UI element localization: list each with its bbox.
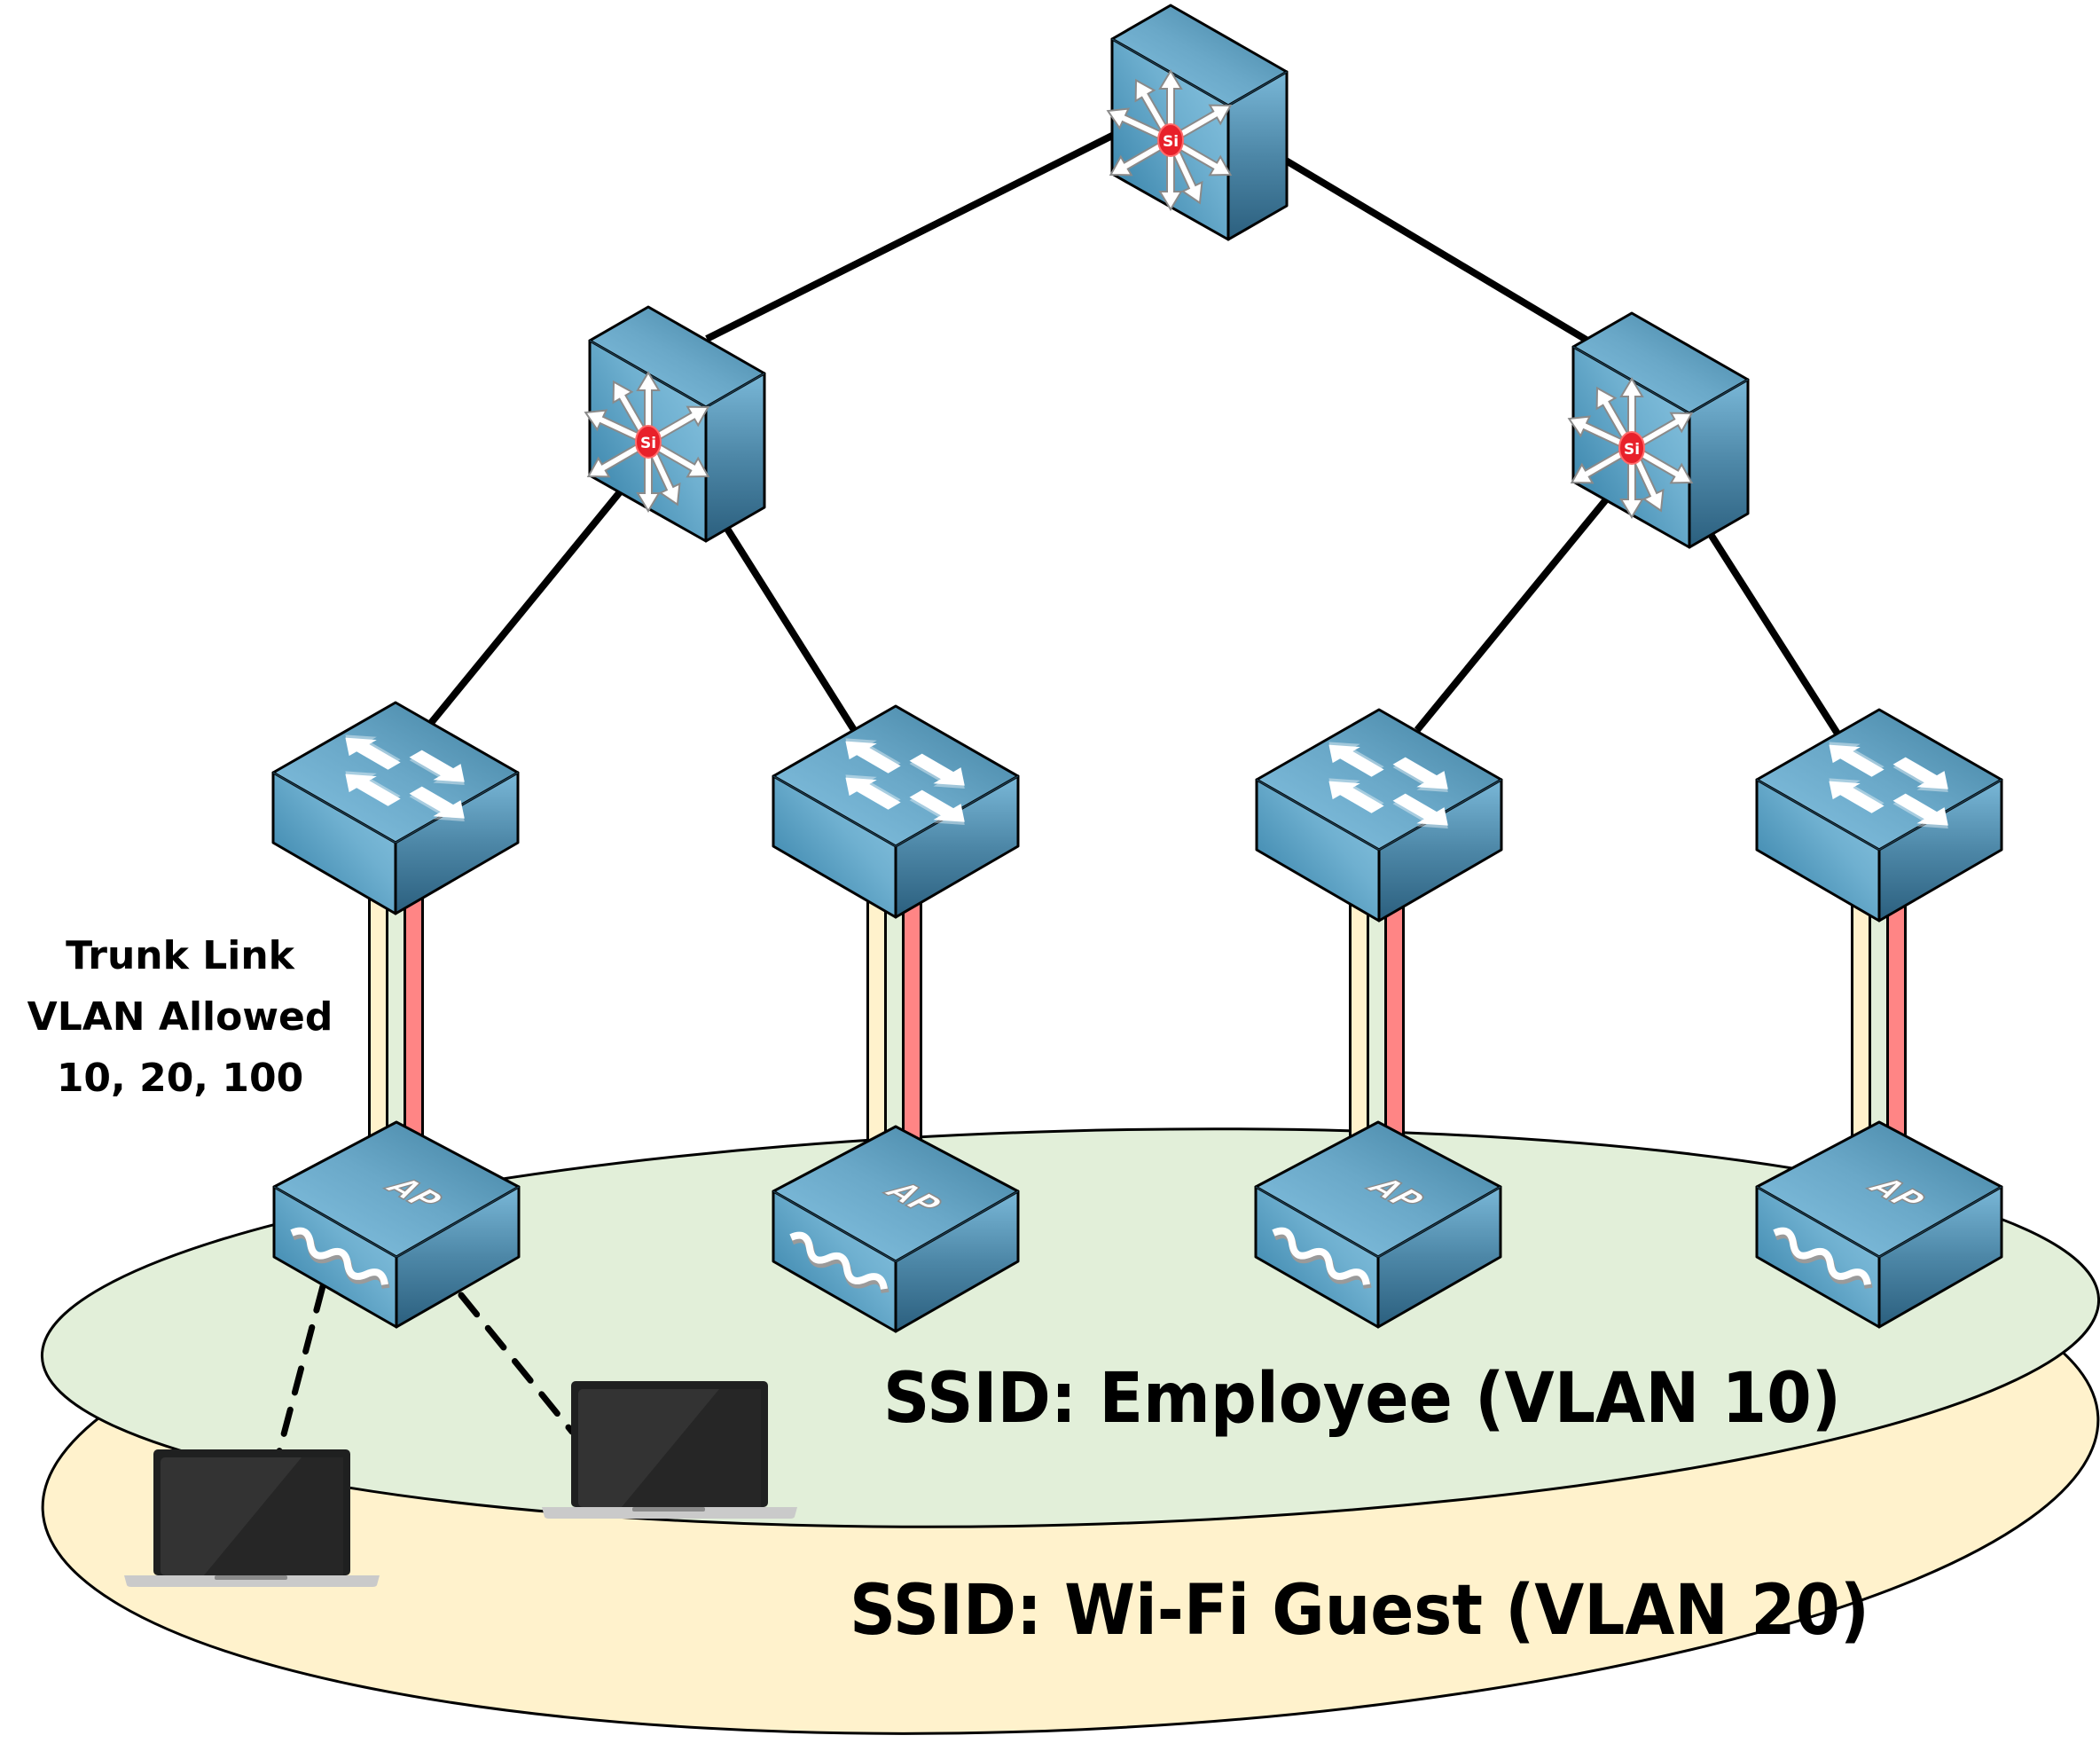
employee-coverage-ellipse xyxy=(40,1127,2100,1528)
trunk-link-1 xyxy=(368,887,424,1144)
link-dist-left-access-2 xyxy=(724,526,858,733)
access-switch-2[interactable] xyxy=(773,706,1018,917)
core-switch[interactable] xyxy=(1103,5,1287,240)
trunk-stripe-vlan-100 xyxy=(406,887,421,1144)
wireless-links xyxy=(276,1283,576,1455)
trunk-stripe-vlan-10 xyxy=(388,887,404,1144)
trunk-link-4 xyxy=(1851,896,1907,1144)
access-point-4[interactable]: AP xyxy=(1757,1122,2002,1327)
ssid-guest-label: SSID: Wi-Fi Guest (VLAN 20) xyxy=(850,1571,1869,1651)
link-core-dist-left xyxy=(705,130,1119,342)
trunk-stripe-vlan-20 xyxy=(371,887,386,1144)
trunk-stripe-vlan-100 xyxy=(1387,896,1402,1144)
trunk-stripe-vlan-20 xyxy=(1352,896,1367,1144)
trunk-label-line-2: VLAN Allowed xyxy=(27,994,333,1040)
ssid-area-employee xyxy=(40,1127,2100,1528)
trunk-stripe-vlan-20 xyxy=(869,891,884,1149)
trunk-label-line-3: 10, 20, 100 xyxy=(57,1056,303,1101)
link-dist-left-access-1 xyxy=(427,486,626,726)
access-switch-3[interactable] xyxy=(1257,710,1501,921)
laptop-1[interactable] xyxy=(124,1449,380,1587)
trunk-stripe-vlan-10 xyxy=(1369,896,1384,1144)
uplinks xyxy=(427,130,1841,736)
link-core-dist-right xyxy=(1279,154,1592,345)
trunk-link-3 xyxy=(1349,896,1405,1144)
wireless-link-laptop-1 xyxy=(276,1283,326,1455)
wireless-link-laptop-2 xyxy=(458,1292,576,1435)
access-point-3[interactable]: AP xyxy=(1256,1122,1501,1327)
link-dist-right-access-3 xyxy=(1414,496,1610,733)
trunk-stripe-vlan-10 xyxy=(887,891,902,1149)
access-point-2[interactable]: AP xyxy=(773,1127,1018,1331)
trunk-label-line-1: Trunk Link xyxy=(66,933,296,978)
trunk-links xyxy=(368,887,1907,1149)
link-dist-right-access-4 xyxy=(1708,533,1841,736)
ssid-employee-label: SSID: Employee (VLAN 10) xyxy=(883,1359,1841,1439)
trunk-stripe-vlan-10 xyxy=(1871,896,1886,1144)
trunk-link-2 xyxy=(866,891,922,1149)
access-switch-4[interactable] xyxy=(1757,710,2002,921)
trunk-stripe-vlan-20 xyxy=(1853,896,1869,1144)
trunk-stripe-vlan-100 xyxy=(905,891,920,1149)
trunk-link-label: Trunk Link VLAN Allowed 10, 20, 100 xyxy=(27,933,333,1101)
trunk-stripe-vlan-100 xyxy=(1889,896,1904,1144)
access-point-1[interactable]: AP xyxy=(274,1122,519,1327)
laptop-2[interactable] xyxy=(542,1381,797,1519)
access-switch-1[interactable] xyxy=(273,703,518,914)
